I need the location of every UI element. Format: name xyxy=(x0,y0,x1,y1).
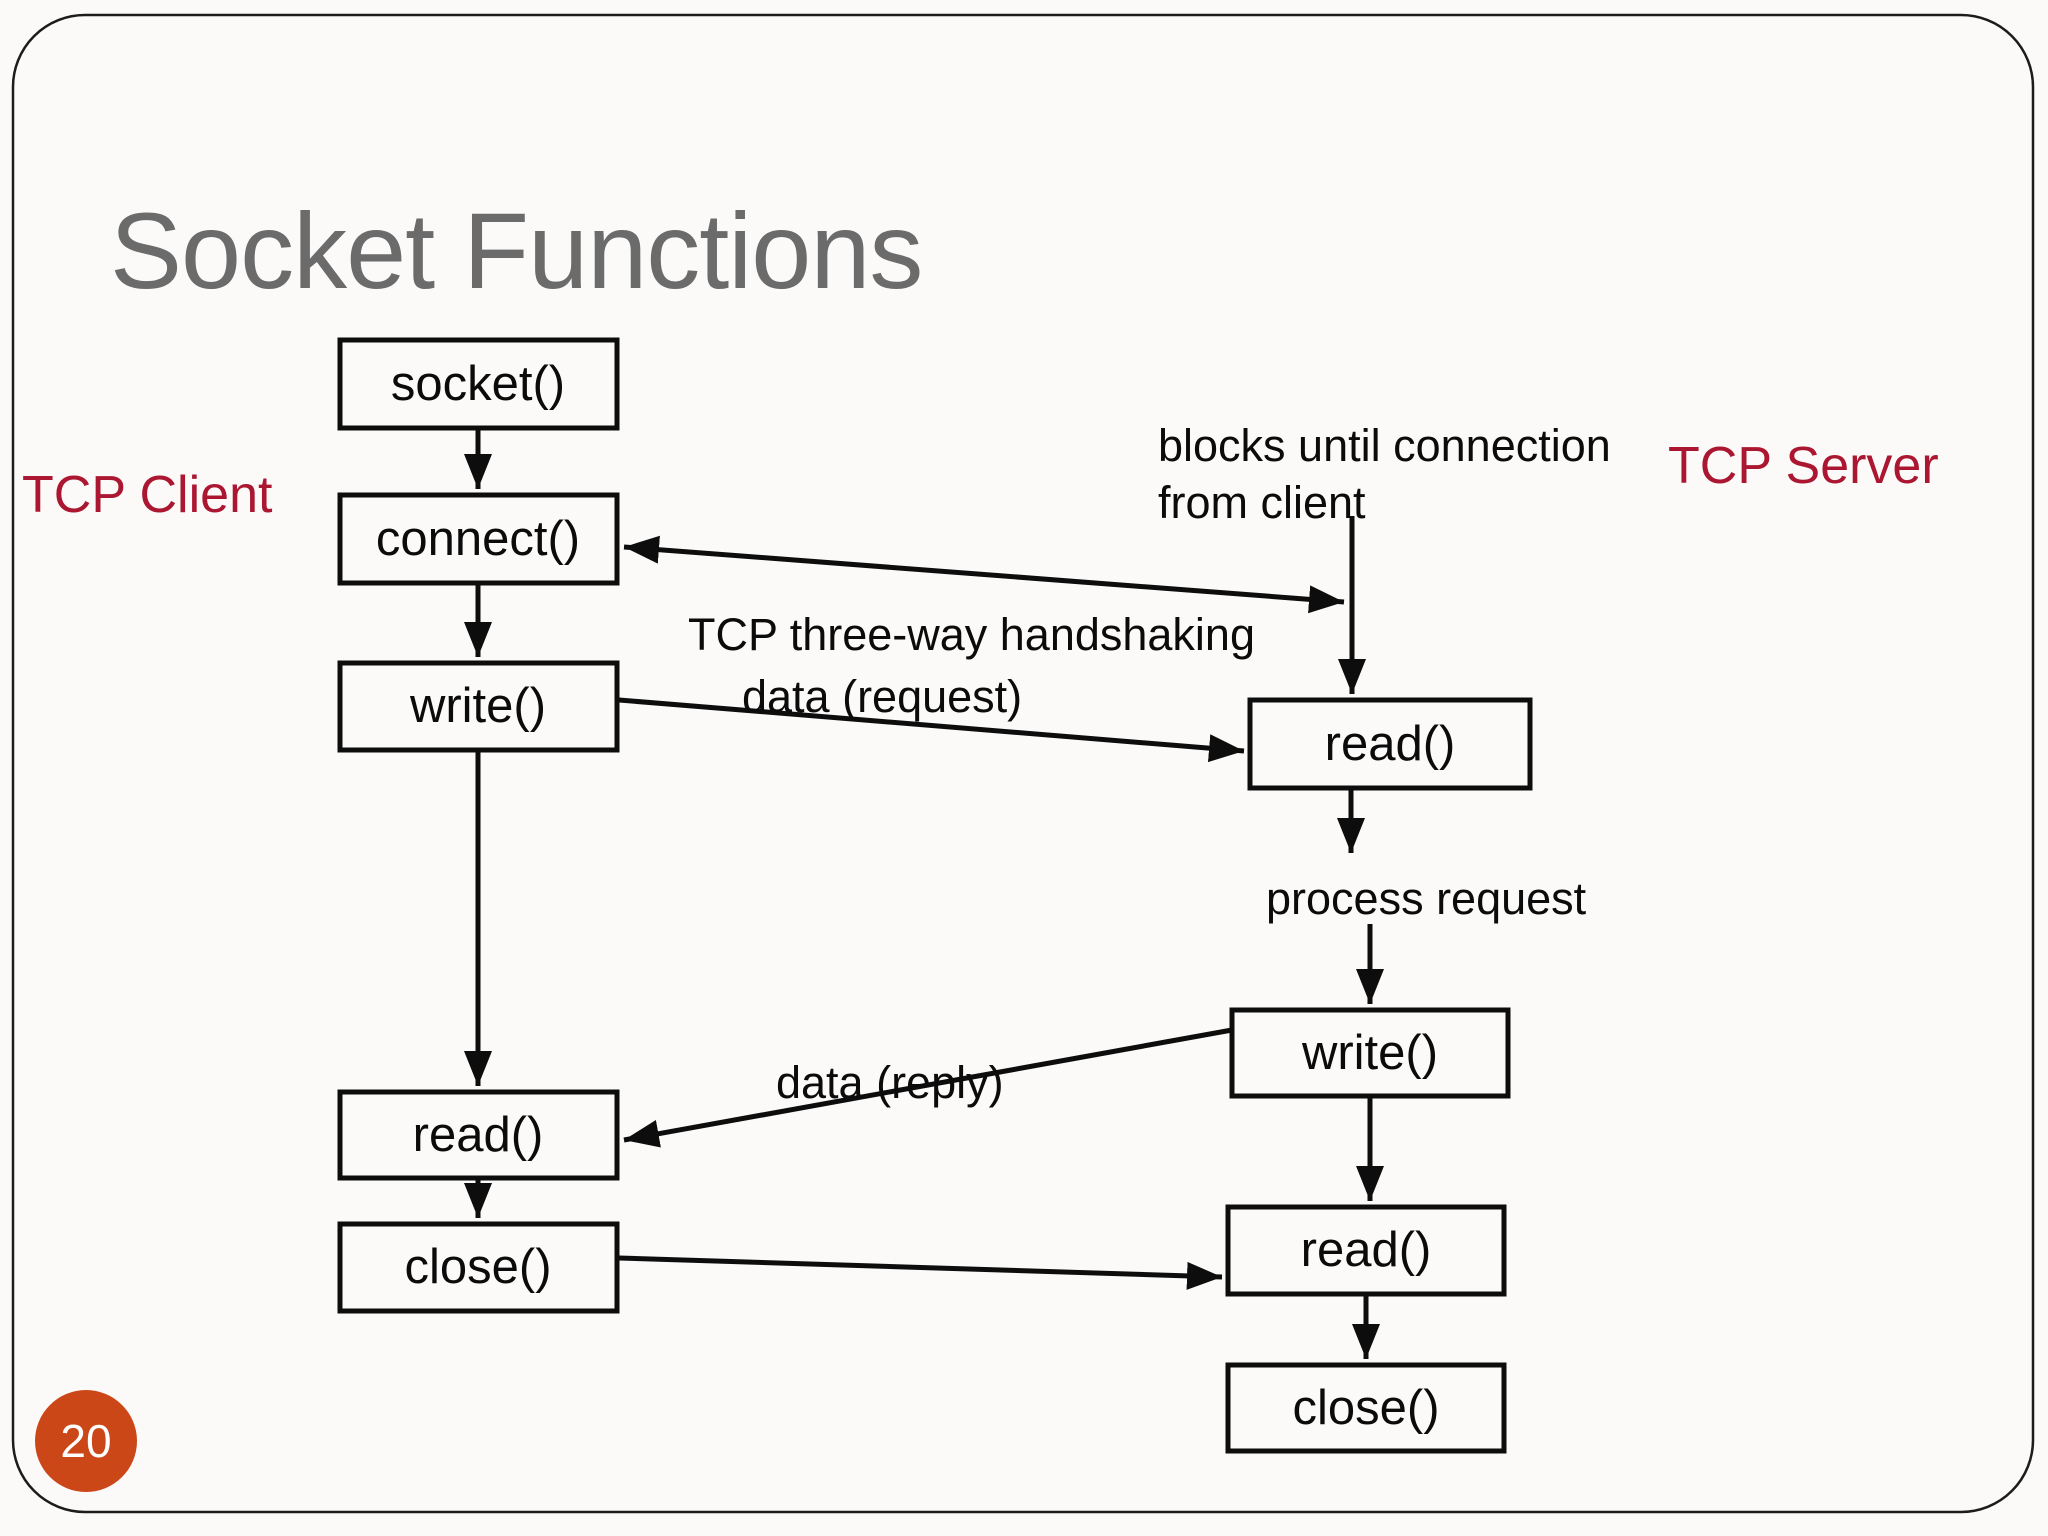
client-write-label: write() xyxy=(409,679,546,733)
client-write-box xyxy=(337,660,620,753)
page-title: Socket Functions xyxy=(110,190,922,311)
client-socket-box xyxy=(337,337,620,431)
page-number-circle xyxy=(35,1390,137,1492)
server-close-label: close() xyxy=(1292,1381,1439,1435)
annotation-process-request: process request xyxy=(1266,873,1587,924)
server-read-bottom-label: read() xyxy=(1301,1223,1432,1277)
annotation-blocks-line2: from client xyxy=(1158,477,1366,528)
annotation-blocks-line1: blocks until connection xyxy=(1158,420,1611,471)
client-column-label: TCP Client xyxy=(22,466,273,524)
annotation-data-reply: data (reply) xyxy=(776,1057,1004,1108)
flow-arrows xyxy=(464,430,1384,1359)
client-connect-box xyxy=(337,492,620,586)
slide-border xyxy=(11,13,2035,1514)
page-number: 20 xyxy=(60,1415,111,1467)
server-write-box xyxy=(1229,1007,1511,1099)
server-read-bottom-box xyxy=(1225,1204,1507,1297)
client-read-label: read() xyxy=(413,1108,544,1162)
server-column-label: TCP Server xyxy=(1668,437,1939,495)
server-read-top-label: read() xyxy=(1325,717,1456,771)
client-socket-label: socket() xyxy=(391,357,565,411)
arrow-close-to-read-server xyxy=(618,1255,1223,1290)
diagram-annotations: blocks until connection from client TCP … xyxy=(688,420,1611,1108)
client-read-box xyxy=(337,1089,620,1181)
annotation-handshake: TCP three-way handshaking xyxy=(688,609,1255,660)
client-column: socket() connect() write() read() close(… xyxy=(337,337,620,1314)
page-number-badge: 20 xyxy=(35,1390,137,1492)
client-close-label: close() xyxy=(404,1240,551,1294)
server-read-top-box xyxy=(1247,697,1533,791)
arrow-data-request xyxy=(618,697,1245,763)
server-column: read() write() read() close() xyxy=(1225,697,1533,1454)
arrow-data-reply xyxy=(623,1027,1233,1148)
client-connect-label: connect() xyxy=(376,512,580,566)
client-close-box xyxy=(337,1221,620,1314)
server-close-box xyxy=(1225,1362,1507,1454)
annotation-data-request: data (request) xyxy=(742,671,1022,722)
arrow-handshake xyxy=(623,535,1345,614)
server-write-label: write() xyxy=(1301,1026,1438,1080)
